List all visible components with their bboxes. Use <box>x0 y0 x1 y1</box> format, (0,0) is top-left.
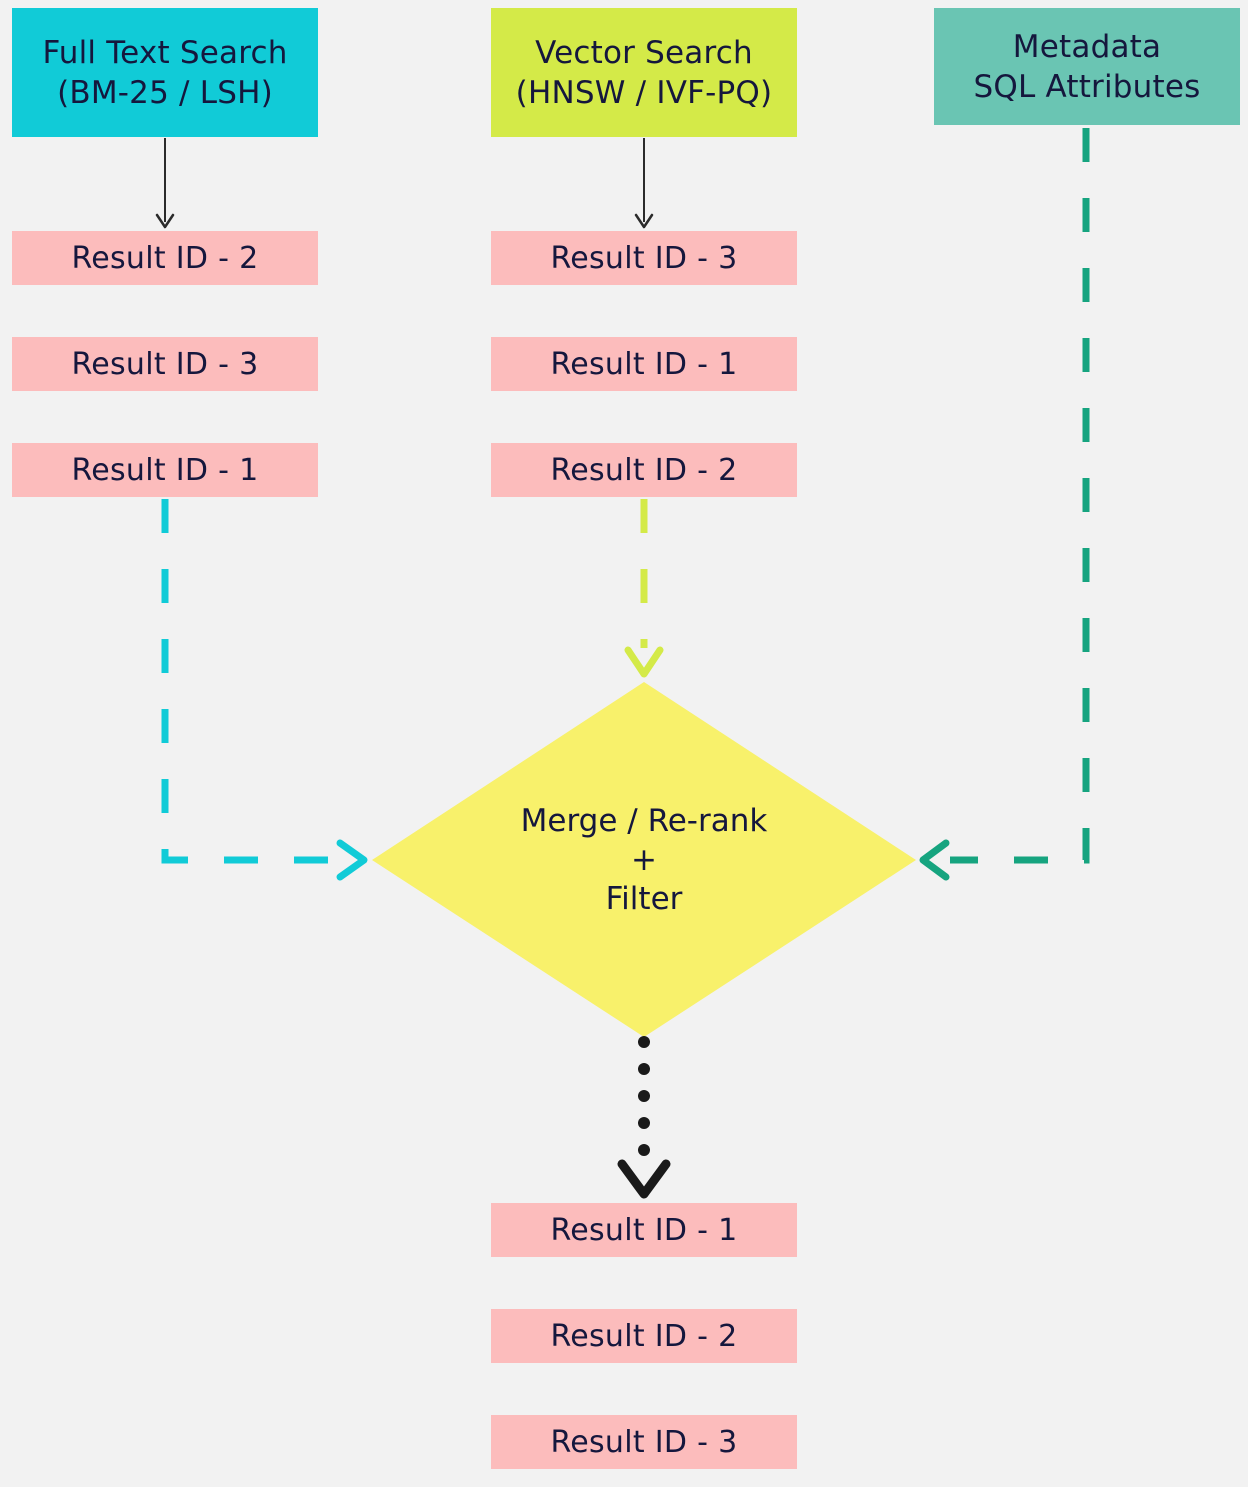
merge-output-dotted-connector <box>638 1036 650 1156</box>
vector-result-1: Result ID - 3 <box>491 231 797 285</box>
merge-output-arrow-head <box>617 1159 671 1199</box>
full-text-search-title: Full Text Search <box>42 34 288 71</box>
vector-search-title: Vector Search <box>535 34 753 71</box>
full-text-arrow-head <box>155 213 175 229</box>
full-text-result-2: Result ID - 3 <box>12 337 318 391</box>
final-result-3: Result ID - 3 <box>491 1415 797 1469</box>
full-text-result-3: Result ID - 1 <box>12 443 318 497</box>
full-text-search-methods: (BM-25 / LSH) <box>57 74 273 111</box>
vector-result-2: Result ID - 1 <box>491 337 797 391</box>
merge-plus-sign: + <box>631 841 657 878</box>
merge-rerank-diamond <box>372 682 916 1037</box>
final-result-1: Result ID - 1 <box>491 1203 797 1257</box>
metadata-title: Metadata <box>1012 28 1162 65</box>
merge-filter-label: Filter <box>605 880 683 917</box>
final-result-2: Result ID - 2 <box>491 1309 797 1363</box>
merge-rerank-label: Merge / Re-rank + Filter <box>472 795 816 925</box>
full-text-search-box: Full Text Search (BM-25 / LSH) <box>12 8 318 137</box>
vector-merge-arrow-head <box>624 646 664 678</box>
full-text-result-1: Result ID - 2 <box>12 231 318 285</box>
vector-search-methods: (HNSW / IVF-PQ) <box>515 74 773 111</box>
metadata-merge-arrow-head <box>919 839 950 881</box>
vector-result-3: Result ID - 2 <box>491 443 797 497</box>
vector-search-box: Vector Search (HNSW / IVF-PQ) <box>491 8 797 137</box>
metadata-attributes: SQL Attributes <box>973 68 1201 105</box>
metadata-box: Metadata SQL Attributes <box>934 8 1240 125</box>
full-text-merge-connector <box>161 499 338 864</box>
vector-arrow-head <box>634 213 654 229</box>
metadata-merge-connector <box>950 128 1090 864</box>
full-text-merge-arrow-head <box>336 839 368 881</box>
merge-rerank-title: Merge / Re-rank <box>520 802 768 839</box>
